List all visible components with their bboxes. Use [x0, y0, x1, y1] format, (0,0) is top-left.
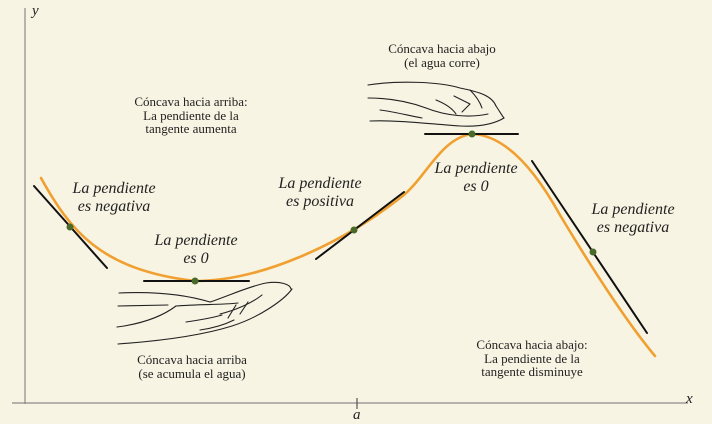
slope-negative-left-label: La pendiente es negativa — [72, 180, 156, 216]
concave-down-water-note: Cóncava hacia abajo (el agua corre) — [388, 41, 496, 70]
tangency-point-zero-min — [191, 277, 199, 285]
cupped-hand-icon — [116, 281, 293, 345]
tangency-point-zero-max — [468, 130, 476, 138]
tangent-line-negative-right — [531, 160, 648, 334]
concave-up-slope-note: Cóncava hacia arriba: La pendiente de la… — [134, 94, 248, 137]
tangency-point-negative-left — [66, 223, 74, 231]
concave-down-slope-note: Cóncava hacia abajo: La pendiente de la … — [476, 337, 588, 380]
x-tick-label-a: a — [353, 407, 361, 423]
downturned-hand-icon — [367, 81, 505, 127]
concave-up-water-note: Cóncava hacia arriba (se acumula el agua… — [137, 352, 247, 381]
tangency-point-positive — [350, 226, 358, 234]
slope-zero-min-label: La pendiente es 0 — [154, 232, 238, 268]
slope-zero-max-label: La pendiente es 0 — [434, 160, 518, 196]
x-axis-label: x — [686, 391, 693, 407]
tangency-point-negative-right — [589, 248, 597, 256]
function-curve — [39, 132, 657, 358]
slope-positive-label: La pendiente es positiva — [278, 175, 362, 211]
slope-negative-right-label: La pendiente es negativa — [591, 201, 675, 237]
y-axis-label: y — [32, 3, 39, 19]
tangent-line-positive — [315, 191, 405, 260]
